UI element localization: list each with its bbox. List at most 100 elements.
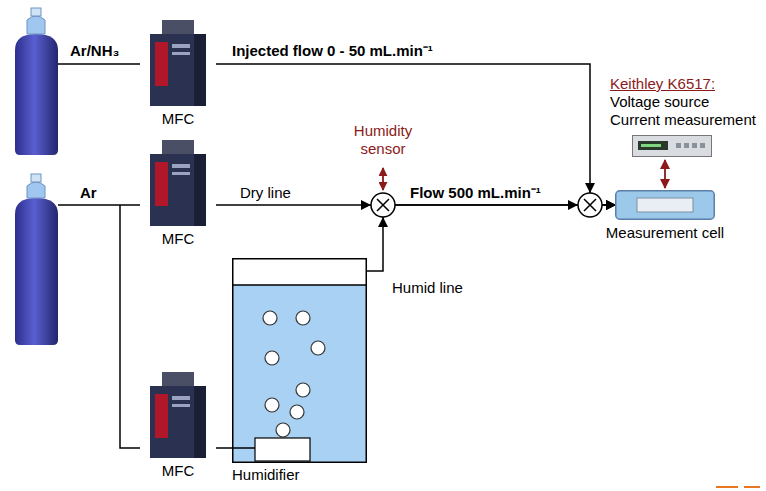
mass-flow-controller bbox=[172, 44, 190, 48]
mass-flow-controller bbox=[172, 172, 190, 175]
flow-arrowhead bbox=[568, 200, 578, 210]
node-caption: Voltage source Current measurement bbox=[610, 93, 760, 129]
gas-line bbox=[216, 447, 232, 449]
node-caption: MFC bbox=[162, 230, 195, 248]
flow-label: Injected flow 0 - 50 mL.min⁻¹ bbox=[232, 42, 433, 60]
logo-fragment bbox=[744, 486, 760, 488]
instrument-name: Keithley K6517: bbox=[610, 75, 760, 93]
flow-arrowhead bbox=[361, 200, 371, 210]
humidifier-tank bbox=[265, 351, 279, 365]
flow-label: Humid line bbox=[392, 279, 463, 297]
gas-pipe bbox=[58, 64, 140, 448]
mass-flow-controller: MFC bbox=[140, 20, 216, 106]
node-caption: MFC bbox=[162, 462, 195, 480]
caption-group: Measurement cell bbox=[606, 224, 724, 242]
sensor-arrow bbox=[382, 168, 384, 190]
node-caption: Humidifier bbox=[232, 466, 300, 484]
mass-flow-controller bbox=[140, 20, 216, 106]
flow-arrowhead bbox=[585, 183, 595, 193]
node-caption: MFC bbox=[162, 110, 195, 128]
mixing-junction bbox=[584, 199, 596, 211]
humidifier-tank bbox=[255, 438, 310, 461]
humidifier-tank bbox=[263, 311, 277, 325]
gas-name: Ar/NH₃ bbox=[70, 42, 119, 60]
caption-group: Humidifier bbox=[232, 466, 300, 484]
mass-flow-controller bbox=[162, 140, 194, 156]
gas-cylinder bbox=[27, 16, 45, 34]
gas-cylinder bbox=[15, 198, 58, 345]
humidifier-tank: Humidifier bbox=[232, 258, 367, 463]
gas-cylinder bbox=[15, 34, 58, 155]
electrometer bbox=[633, 136, 712, 157]
electrometer bbox=[641, 144, 661, 147]
gas-cylinder bbox=[31, 8, 41, 16]
mixing-junction bbox=[371, 193, 395, 217]
mass-flow-controller bbox=[194, 386, 206, 458]
sensor-label: Humidity sensor bbox=[338, 122, 428, 158]
gas-line bbox=[216, 64, 615, 205]
mass-flow-controller: MFC bbox=[140, 372, 216, 458]
humidifier-tank bbox=[290, 405, 304, 419]
gas-pipe bbox=[58, 63, 140, 65]
humidifier-tank bbox=[265, 398, 279, 412]
humidifier-tank bbox=[311, 341, 325, 355]
logo-fragment bbox=[716, 486, 760, 488]
mass-flow-controller bbox=[162, 20, 194, 36]
mass-flow-controller bbox=[155, 42, 168, 86]
mass-flow-controller bbox=[150, 34, 206, 106]
mixing-junction bbox=[578, 193, 602, 217]
signal-link bbox=[664, 160, 666, 188]
gas-cylinder bbox=[31, 174, 41, 182]
mass-flow-controller bbox=[172, 404, 190, 407]
humidifier-tank bbox=[232, 447, 255, 449]
node-caption: Measurement cell bbox=[606, 224, 724, 242]
mass-flow-controller bbox=[150, 154, 206, 226]
measurement-cell: Measurement cell bbox=[615, 190, 715, 220]
humidifier-tank bbox=[233, 259, 367, 285]
measurement-cell bbox=[615, 190, 715, 220]
mass-flow-controller bbox=[172, 164, 190, 168]
mass-flow-controller bbox=[194, 34, 206, 106]
gas-pipe bbox=[58, 204, 140, 206]
mixing-junction bbox=[377, 199, 389, 211]
gas-cylinder bbox=[15, 8, 58, 155]
mass-flow-controller bbox=[194, 154, 206, 226]
mass-flow-controller bbox=[140, 372, 216, 458]
flow-arrowhead bbox=[378, 217, 388, 227]
measurement-cell bbox=[637, 198, 693, 212]
logo-fragment bbox=[716, 486, 738, 488]
electrometer bbox=[692, 143, 697, 148]
flow-arrowhead bbox=[361, 183, 595, 227]
electrometer bbox=[638, 141, 668, 150]
electrometer bbox=[700, 143, 705, 148]
sensor-arrow bbox=[383, 168, 384, 190]
humidifier-tank bbox=[276, 423, 290, 437]
mass-flow-controller bbox=[172, 396, 190, 400]
mass-flow-controller bbox=[172, 52, 190, 55]
mass-flow-controller bbox=[140, 140, 216, 226]
caption-group: MFC bbox=[162, 230, 195, 248]
electrometer bbox=[676, 143, 681, 148]
electrometer: Keithley K6517:Voltage source Current me… bbox=[632, 135, 712, 157]
electrometer bbox=[684, 143, 689, 148]
humidifier-tank bbox=[233, 259, 367, 463]
gas-pipe bbox=[120, 205, 140, 448]
gas-name: Ar bbox=[80, 184, 97, 202]
flow-label: Flow 500 mL.min⁻¹ bbox=[410, 184, 541, 202]
mass-flow-controller bbox=[150, 386, 206, 458]
caption-group: Keithley K6517:Voltage source Current me… bbox=[610, 75, 760, 129]
caption-group: MFC bbox=[162, 110, 195, 128]
mass-flow-controller bbox=[155, 162, 168, 206]
electrometer bbox=[632, 135, 712, 157]
measurement-cell bbox=[616, 191, 715, 220]
mass-flow-controller bbox=[155, 394, 168, 438]
humidifier-tank bbox=[296, 383, 310, 397]
gas-cylinder bbox=[15, 174, 58, 345]
humidifier-tank bbox=[232, 258, 367, 463]
caption-group: MFC bbox=[162, 462, 195, 480]
gas-line bbox=[367, 205, 615, 271]
flow-label: Dry line bbox=[240, 184, 291, 202]
